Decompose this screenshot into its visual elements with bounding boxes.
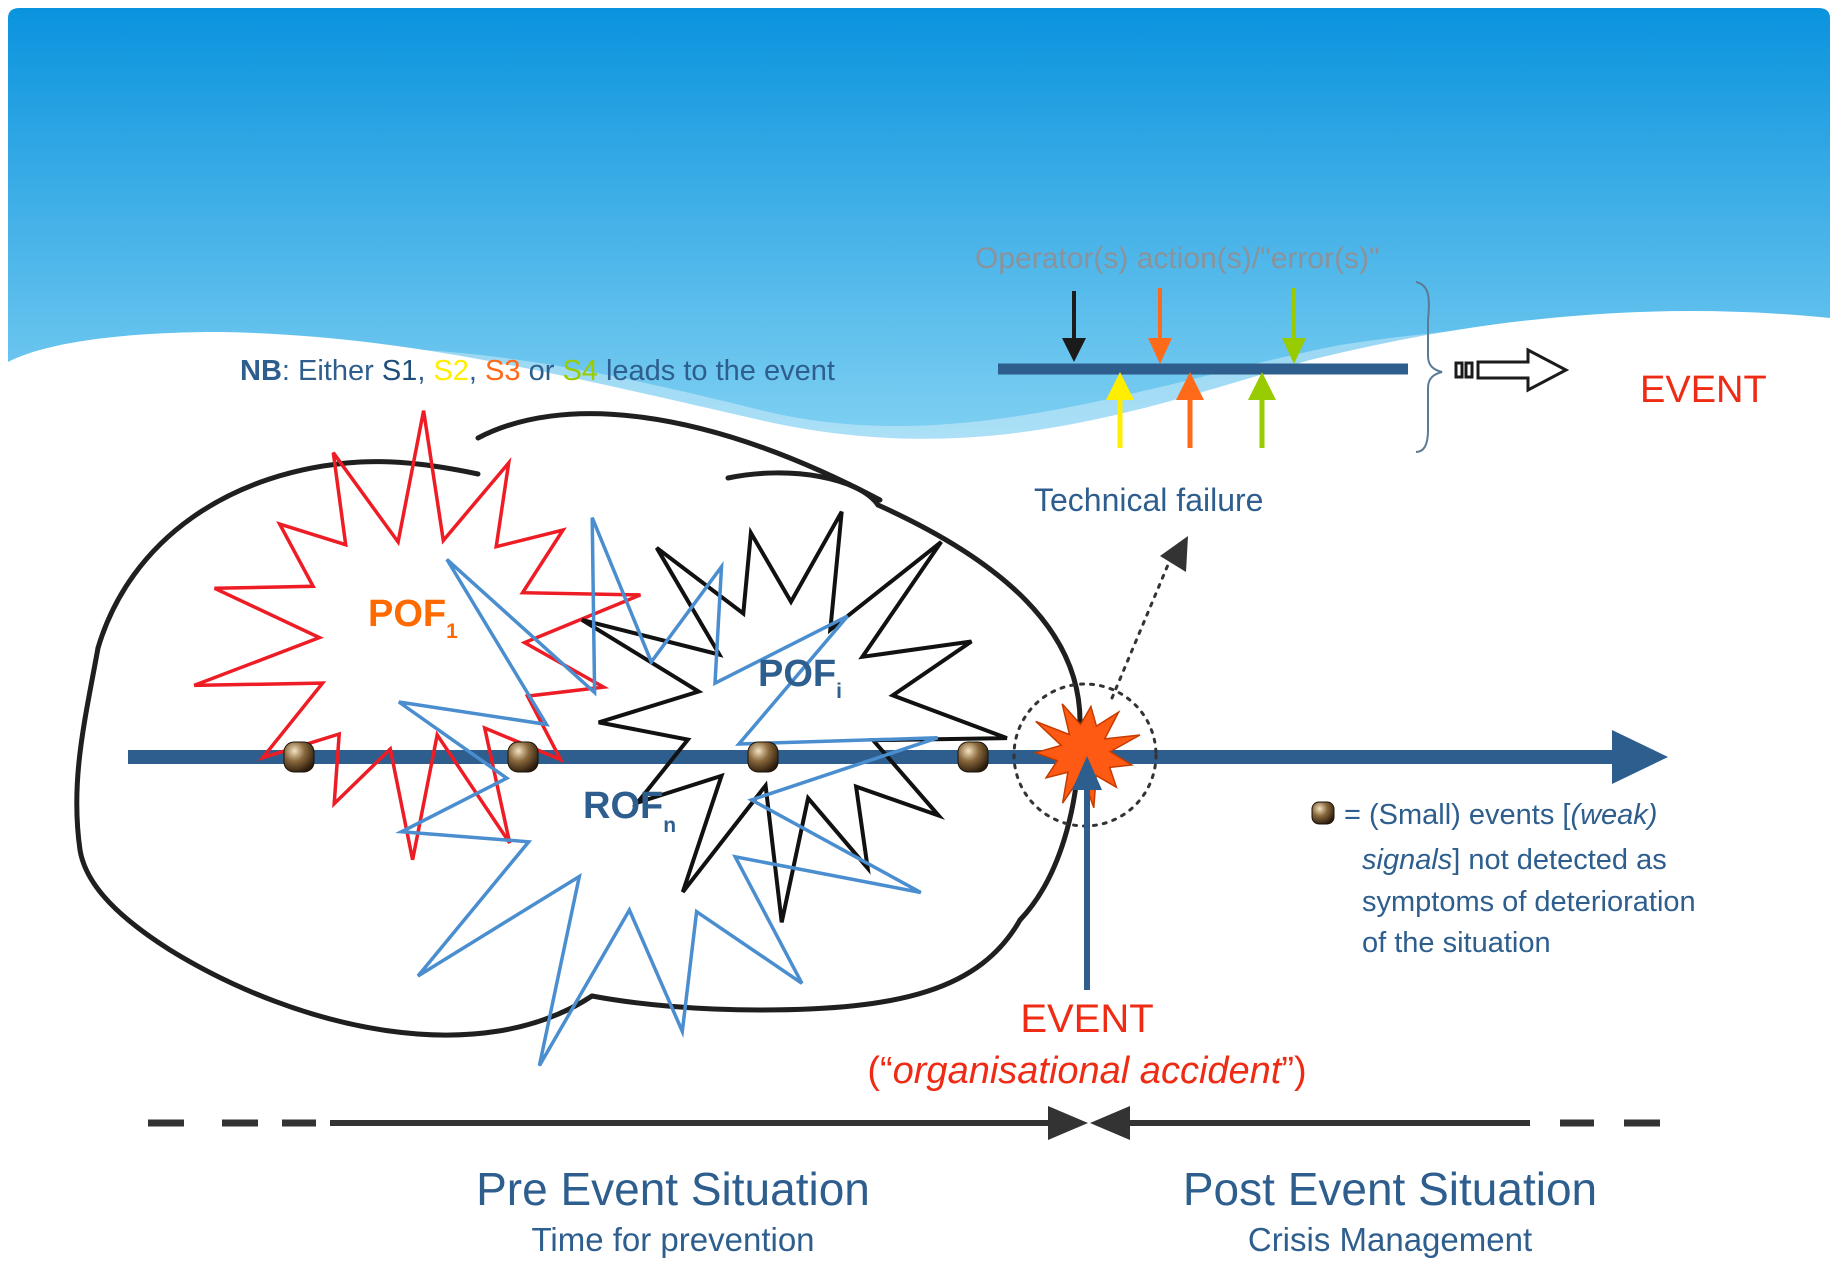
s3-up-arrowhead [1176,372,1204,400]
pre-event-title: Pre Event Situation [476,1163,870,1215]
header-wave [200,318,1830,447]
technical-failure-label: Technical failure [1034,482,1263,518]
legend-line-3: symptoms of deterioration [1362,886,1696,918]
legend-line-4: of the situation [1362,927,1551,959]
nb-sep1: , [417,355,433,387]
weak-signal-bead [957,741,989,773]
organisation-cloud-outline [74,411,1083,1038]
event-label: EVENT [1020,997,1153,1041]
to-event-hollow-arrow [1454,347,1570,393]
legend-line2-italic: signals [1362,844,1452,876]
weak-signal-beads [283,741,989,773]
oa-open: (“ [867,1050,892,1092]
weak-signal-bead [747,741,779,773]
event-pointer-arrowhead [1072,756,1102,790]
pofi-main: POF [758,653,836,695]
nb-text-post: leads to the event [598,355,835,387]
s4-up-arrowhead [1248,372,1276,400]
legend-line1-pre: = (Small) events [ [1344,799,1570,831]
s1-down-arrowhead [1062,338,1086,362]
s3-down-arrowhead [1148,338,1172,364]
legend-line2-post: ] not detected as [1452,844,1666,876]
pre-event-subtitle: Time for prevention [531,1221,814,1258]
labels: Operator(s) action(s)/"error(s)" NB: Eit… [240,242,1767,1258]
legend-bead-icon [1311,801,1335,825]
nb-text-pre: : Either [282,355,382,387]
legend-line1-italic: (weak) [1570,799,1657,831]
weak-signal-bead [283,741,315,773]
nb-s2: S2 [433,355,468,387]
organisational-accident-label: (“organisational accident”) [867,1050,1306,1092]
rofn-sub: n [663,814,676,837]
legend-line-2: signals] not detected as [1362,844,1667,876]
pofi-sub: i [836,680,842,703]
legend-line-1: = (Small) events [(weak) [1344,799,1657,831]
technical-failure-dotted-line [1110,558,1172,700]
scenario-line [998,281,1570,453]
legend-text: = (Small) events [(weak) signals] not de… [1344,799,1696,959]
star-shapes [193,410,1008,1067]
nb-label: NB [240,355,282,387]
technical-arrows [1106,372,1276,448]
event-burst-group [1012,536,1188,990]
nb-s4: S4 [562,355,597,387]
s2-up-arrowhead [1106,372,1134,400]
header-band [8,8,1830,439]
brace [1415,281,1443,453]
nb-sep2: , [469,355,485,387]
pof1-label: POF1 [368,593,458,643]
oa-close: ”) [1281,1050,1306,1092]
pof1-sub: 1 [446,620,458,643]
oa-italic: organisational accident [893,1050,1283,1092]
nb-sep3: or [521,355,563,387]
post-arrowhead [1090,1106,1130,1140]
nb-s3: S3 [485,355,520,387]
pof1-star [193,410,642,861]
rofn-main: ROF [583,785,663,827]
top-event-label: EVENT [1640,369,1767,411]
operator-label: Operator(s) action(s)/"error(s)" [975,242,1380,275]
situation-timeline [148,1106,1660,1140]
event-burst-icon [1033,703,1141,809]
slide-header [8,8,1830,447]
rofn-star [395,517,939,1067]
nb-note: NB: Either S1, S2, S3 or S4 leads to the… [240,355,835,387]
pofi-label: POFi [758,653,842,703]
operator-arrows [1062,288,1306,364]
post-event-title: Post Event Situation [1183,1163,1597,1215]
pof1-main: POF [368,593,446,635]
pre-arrowhead [1048,1106,1088,1140]
post-event-subtitle: Crisis Management [1248,1221,1532,1258]
weak-signal-bead [507,741,539,773]
rofn-label: ROFn [583,785,676,837]
timeline-arrowhead [1612,730,1668,784]
pofi-star [580,510,1008,923]
s4-down-arrowhead [1282,338,1306,364]
nb-s1: S1 [382,355,417,387]
technical-failure-arrowhead [1160,536,1188,572]
